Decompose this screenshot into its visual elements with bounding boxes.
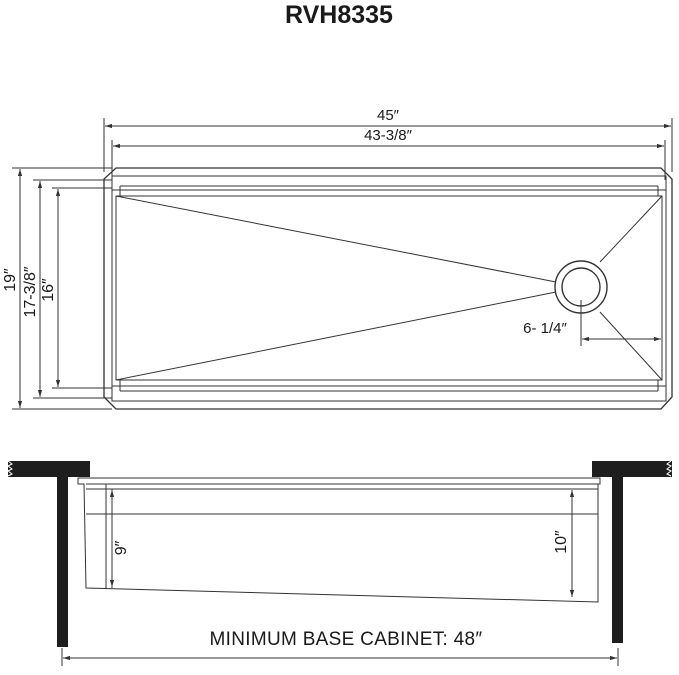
top-view <box>12 118 673 410</box>
right-countertop <box>592 460 672 477</box>
label-drain-offset: 6- 1/4″ <box>523 320 567 337</box>
label-inner-length: 43-3/8″ <box>364 127 413 144</box>
sink-basin <box>115 195 663 381</box>
left-cabinet-wall <box>57 477 68 647</box>
dim-bowl-width <box>52 187 112 389</box>
left-countertop <box>7 460 90 477</box>
dim-overall-width <box>12 167 112 410</box>
sink-inner-rim <box>111 175 667 402</box>
label-overall-length: 45″ <box>377 107 400 124</box>
label-depth-front: 9″ <box>113 540 130 555</box>
dim-inner-length <box>111 140 666 180</box>
label-depth-back: 10″ <box>553 530 570 554</box>
right-cabinet-wall <box>612 477 623 643</box>
dim-drain-offset <box>580 300 661 346</box>
label-rim-width: 17-3/8″ <box>22 266 39 317</box>
label-bowl-width: 16″ <box>40 278 57 302</box>
model-title: RVH8335 <box>285 1 393 29</box>
sink-side-profile <box>77 477 601 603</box>
label-overall-width: 19″ <box>2 268 19 292</box>
dim-overall-length <box>103 118 673 172</box>
dim-rim-width <box>33 179 112 399</box>
sink-outer-rim <box>103 167 673 410</box>
label-minimum-base-cabinet: MINIMUM BASE CABINET: 48″ <box>210 629 483 650</box>
side-view <box>7 460 672 666</box>
